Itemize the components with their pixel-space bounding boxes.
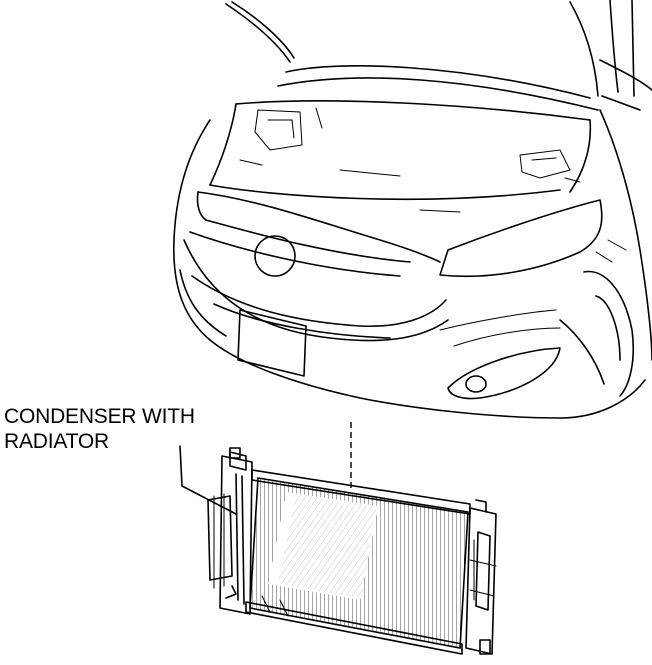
license-plate — [237, 309, 307, 377]
component-callout: CONDENSER WITH RADIATOR — [4, 404, 195, 454]
logo-emblem — [254, 235, 296, 277]
callout-leader — [179, 445, 237, 515]
grille-upper — [205, 219, 411, 263]
right-tank — [465, 507, 497, 655]
fog-lamp — [447, 347, 561, 400]
body-outline — [173, 119, 646, 419]
hood-strut-right — [569, 1, 599, 97]
headlight-right — [439, 199, 603, 278]
lower-tank — [245, 601, 463, 655]
hood-edge-left — [209, 103, 237, 186]
headlight-left — [197, 191, 441, 263]
engine-component-right — [519, 149, 571, 179]
front-wheel — [583, 270, 635, 397]
lower-grille — [183, 239, 449, 342]
car-body — [173, 0, 652, 419]
condenser-radiator-assembly — [207, 447, 497, 655]
callout-line-1: CONDENSER WITH — [4, 405, 195, 428]
engine-component-left — [254, 109, 303, 151]
callout-line-2: RADIATOR — [4, 430, 109, 453]
cowl-line — [285, 65, 591, 99]
hood-strut-left — [225, 3, 291, 63]
left-tank — [219, 455, 253, 615]
receiver-drier — [207, 495, 233, 581]
